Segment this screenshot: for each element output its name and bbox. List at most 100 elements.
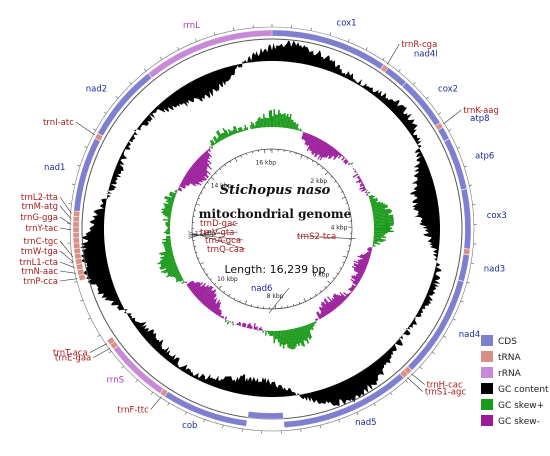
scale-tick (229, 160, 232, 163)
gc-skew-negative-bar (246, 324, 250, 329)
scale-tick (311, 160, 314, 163)
gc-skew-negative-bar (319, 313, 323, 318)
gc-skew-positive-bar (175, 192, 177, 194)
gc-skew-positive-bar (224, 319, 227, 323)
gc-skew-negative-bar (323, 145, 332, 158)
gc-skew-negative-bar (186, 280, 194, 286)
label-leader (59, 270, 76, 274)
gc-skew-positive-bar (264, 117, 267, 128)
feature-label-trnK-aag: trnK-aag (463, 106, 499, 116)
outer-tick (347, 39, 350, 43)
gc-skew-positive-bar (213, 135, 219, 143)
gc-skew-negative-bar (224, 316, 228, 320)
gc-skew-negative-bar (203, 152, 211, 160)
gc-skew-positive-bar (168, 218, 171, 220)
label-leader (150, 396, 162, 410)
outer-tick (443, 335, 447, 338)
gc-skew-negative-bar (237, 321, 241, 326)
scale-tick (228, 294, 230, 297)
gc-skew-positive-bar (216, 138, 220, 143)
gc-skew-negative-bar (302, 131, 304, 133)
gc-skew-positive-bar (165, 222, 171, 224)
gc-skew-negative-bar (353, 170, 357, 173)
gc-skew-positive-bar (261, 118, 264, 128)
gc-skew-negative-bar (213, 302, 222, 314)
gc-skew-positive-bar (162, 238, 171, 241)
gc-skew-negative-bar (187, 282, 196, 288)
gc-skew-negative-bar (325, 147, 335, 158)
gc-skew-positive-bar (312, 322, 315, 326)
gc-skew-positive-bar (278, 330, 282, 347)
scale-tick (195, 203, 200, 206)
gc-skew-positive-bar (222, 127, 229, 138)
feature-trnL2-tta (73, 210, 80, 217)
gc-skew-negative-bar (351, 266, 365, 273)
gc-skew-negative-bar (202, 153, 209, 160)
gc-skew-negative-bar (343, 158, 347, 163)
gc-skew-positive-bar (294, 124, 298, 130)
outer-tick (103, 111, 107, 114)
gc-skew-negative-bar (365, 193, 369, 196)
label-leader (296, 235, 356, 240)
gc-skew-positive-bar (373, 224, 394, 227)
gc-skew-positive-bar (300, 326, 307, 342)
gc-skew-positive-bar (164, 231, 171, 234)
gc-skew-negative-bar (198, 286, 213, 301)
gc-skew-negative-bar (214, 305, 221, 314)
outer-tick (213, 32, 216, 36)
gc-skew-negative-bar (198, 157, 208, 168)
feature-label-nad3: nad3 (484, 264, 505, 274)
gc-skew-positive-bar (373, 238, 386, 241)
feature-label-nad4: nad4 (459, 330, 480, 340)
scale-tick (219, 168, 222, 171)
outer-tick (167, 402, 170, 406)
gc-skew-positive-bar (167, 269, 179, 276)
gc-skew-negative-bar (192, 282, 207, 295)
feature-trnS1-agc (399, 369, 409, 379)
gc-skew-positive-bar (175, 277, 184, 283)
gc-skew-negative-bar (189, 167, 207, 181)
label-leader (443, 109, 462, 125)
genome-backbone (67, 24, 477, 434)
gc-skew-negative-bar (351, 276, 360, 283)
gc-skew-negative-bar (350, 278, 359, 285)
gc-skew-negative-bar (355, 179, 362, 184)
gc-skew-negative-bar (304, 133, 309, 142)
gc-skew-positive-bar (168, 192, 176, 197)
label-leader (188, 222, 239, 239)
gc-skew-negative-bar (348, 293, 351, 296)
gc-skew-negative-bar (351, 285, 356, 289)
gc-skew-negative-bar (254, 326, 257, 330)
gc-skew-negative-bar (312, 139, 322, 155)
gc-skew-positive-bar (358, 174, 360, 176)
legend-swatch (481, 367, 493, 378)
gc-skew-positive-bar (257, 329, 259, 332)
outer-tick (84, 146, 88, 148)
gc-skew-negative-bar (185, 173, 200, 183)
outer-tick (184, 411, 187, 415)
gc-skew-positive-bar (276, 330, 278, 340)
gc-skew-positive-bar (166, 233, 171, 235)
feature-label-cox2: cox2 (438, 85, 458, 95)
gc-skew-positive-bar (350, 162, 354, 165)
label-leader (89, 343, 108, 353)
gc-skew-negative-bar (216, 309, 221, 316)
gc-skew-negative-bar (333, 293, 344, 303)
feature-atp6 (443, 138, 468, 190)
scale-tick (337, 185, 340, 188)
feature-trnV-gta (73, 242, 81, 249)
feature-label-nad2: nad2 (86, 85, 107, 95)
gc-skew-positive-bar (290, 329, 296, 349)
gc-skew-positive-bar (286, 116, 290, 129)
outer-tick (93, 128, 96, 131)
gc-skew-negative-bar (194, 161, 208, 174)
feature-label-trnD-gac: trnD-gac (200, 219, 237, 229)
scale-tick (334, 180, 337, 183)
scale-tick (233, 297, 236, 300)
feature-trnQ-caa (72, 232, 80, 238)
scale-tick (321, 167, 324, 170)
gc-skew-negative-bar (354, 279, 359, 284)
gc-skew-negative-bar (321, 306, 328, 316)
gc-skew-negative-bar (328, 148, 336, 157)
